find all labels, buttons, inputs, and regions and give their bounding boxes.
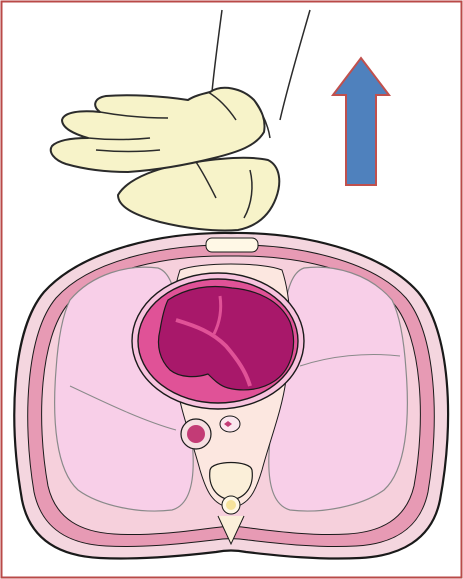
heart-chambers bbox=[158, 287, 293, 390]
aorta-lumen bbox=[187, 425, 205, 443]
thorax-cross-section bbox=[14, 233, 448, 559]
spinal-cord bbox=[226, 500, 236, 510]
gloved-hands-icon bbox=[51, 88, 280, 231]
sternum bbox=[206, 238, 258, 252]
up-arrow-icon bbox=[333, 58, 389, 185]
